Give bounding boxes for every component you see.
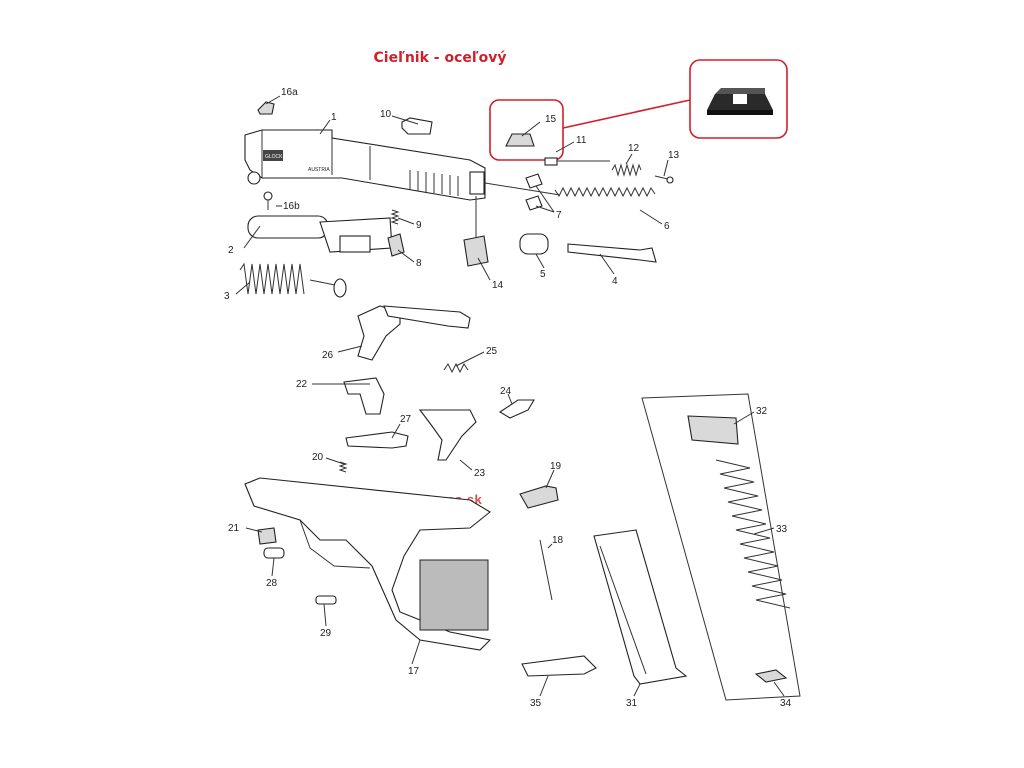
locking-block-pin-part	[263, 547, 285, 559]
firing-pin-spring-part	[611, 163, 642, 177]
label-20: 20	[312, 452, 324, 463]
slide-stop-lever-part	[498, 399, 535, 419]
slide-lock-spring-part	[338, 461, 348, 473]
label-3: 3	[224, 291, 230, 302]
label-22: 22	[296, 379, 308, 390]
slide-origin-mark: AUSTRIA	[308, 167, 330, 173]
slide-brand-mark: GLOCK	[265, 154, 283, 160]
front-sight-part	[257, 101, 275, 115]
recoil-spring-loaded-part	[554, 186, 656, 198]
label-29: 29	[320, 628, 332, 639]
locking-block-part	[343, 377, 385, 415]
trigger-mechanism-housing-part	[418, 409, 477, 461]
label-11: 11	[576, 135, 587, 146]
magazine-catch-part	[519, 485, 559, 509]
part-labels: 16a 1 10 15 11 12 13 16b 9 7 6 2 8 5 4 1…	[224, 87, 792, 709]
magazine-insert-part	[754, 669, 788, 683]
slide-lock-part	[345, 431, 409, 449]
label-27: 27	[400, 414, 412, 425]
slide: GLOCK AUSTRIA	[244, 129, 486, 201]
front-sight-screw-part	[263, 191, 273, 210]
label-1: 1	[331, 112, 337, 123]
slide-stop-lever-small-part	[257, 527, 277, 545]
receiver-frame-part	[244, 477, 492, 651]
trigger-spring-part	[443, 362, 469, 374]
label-16a: 16a	[281, 87, 298, 98]
firing-pin-safety-part	[519, 233, 549, 255]
magazine-spring-part	[715, 459, 791, 609]
label-18: 18	[552, 535, 564, 546]
diagram-title: Cieľnik - oceľový	[373, 50, 507, 66]
label-12: 12	[628, 143, 640, 154]
extractor-part	[567, 243, 657, 263]
label-14: 14	[492, 280, 504, 291]
rear-sight-zoom	[707, 88, 773, 115]
spring-bearing-part	[387, 233, 405, 257]
label-13: 13	[668, 150, 680, 161]
label-10: 10	[380, 109, 392, 120]
magazine-tube-part	[593, 529, 688, 685]
label-15: 15	[545, 114, 557, 125]
label-23: 23	[474, 468, 486, 479]
label-2: 2	[228, 245, 234, 256]
label-32: 32	[756, 406, 768, 417]
extractor-cover-part	[401, 117, 433, 135]
label-6: 6	[664, 221, 670, 232]
trigger-housing-pin-part	[315, 595, 337, 605]
label-5: 5	[540, 269, 546, 280]
label-26: 26	[322, 350, 334, 361]
label-21: 21	[228, 523, 240, 534]
label-16b: 16b	[283, 201, 300, 212]
barrel-part	[247, 215, 393, 253]
label-8: 8	[416, 258, 422, 269]
rear-sight-part	[505, 133, 535, 147]
highlight-box-zoom	[689, 59, 788, 139]
label-24: 24	[500, 386, 512, 397]
spacer-sleeve-part	[654, 175, 674, 184]
firing-pin-part	[544, 157, 610, 166]
label-17: 17	[408, 666, 420, 677]
label-9: 9	[416, 220, 422, 231]
label-33: 33	[776, 524, 788, 535]
magazine-follower-part	[687, 415, 739, 445]
label-7: 7	[556, 210, 562, 221]
spring-loaded-bearing-part	[390, 209, 400, 225]
label-34: 34	[780, 698, 792, 709]
highlight-box-part-15	[489, 99, 564, 161]
spring-cups-part	[525, 173, 543, 189]
magazine-floor-plate-part	[521, 655, 597, 677]
label-25: 25	[486, 346, 498, 357]
slide-cover-plate-part	[463, 235, 489, 267]
label-28: 28	[266, 578, 278, 589]
recoil-spring-part	[239, 262, 347, 298]
label-19: 19	[550, 461, 562, 472]
label-31: 31	[626, 698, 638, 709]
label-4: 4	[612, 276, 618, 287]
highlight-connector	[562, 99, 691, 129]
label-35: 35	[530, 698, 542, 709]
trigger-pin-part	[539, 539, 553, 601]
